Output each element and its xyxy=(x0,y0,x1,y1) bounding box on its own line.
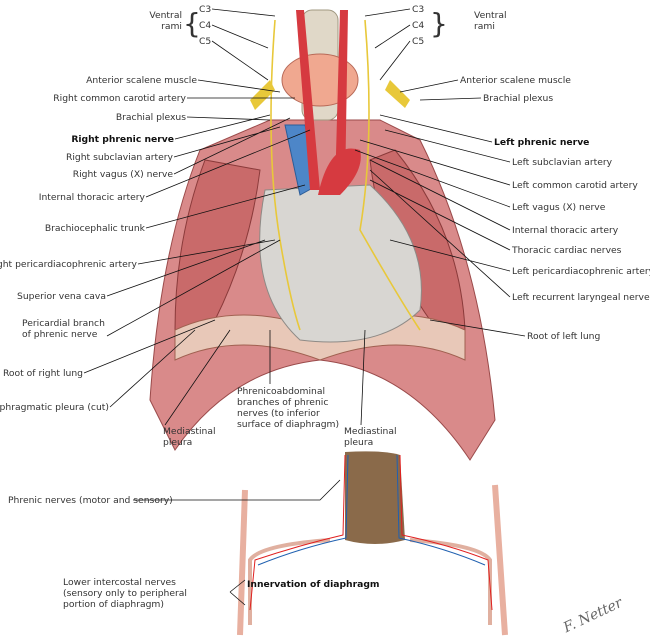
brace-left: { xyxy=(183,7,201,40)
label-root-right-lung: Root of right lung xyxy=(2,368,83,379)
label-left-recurrent-laryngeal: Left recurrent laryngeal nerve xyxy=(512,292,650,303)
inset-heart xyxy=(345,451,405,544)
inset-title: Innervation of diaphragm xyxy=(247,579,380,590)
label-superior-vena-cava: Superior vena cava xyxy=(17,291,106,302)
label-right-pericardiacophrenic: Right pericardiacophrenic artery xyxy=(0,259,137,270)
brace-right: } xyxy=(430,7,448,40)
c4-right: C4 xyxy=(412,20,425,31)
label-anterior-scalene-left: Anterior scalene muscle xyxy=(460,75,571,86)
label-internal-thoracic-left: Internal thoracic artery xyxy=(512,225,619,236)
leader-lines xyxy=(83,8,526,606)
inset-phrenic-red xyxy=(249,454,493,611)
common-carotid-arteries xyxy=(296,10,348,190)
inset-diaphragm xyxy=(248,538,492,625)
label-left-phrenic-nerve: Left phrenic nerve xyxy=(494,137,590,148)
label-brachial-plexus-right: Brachial plexus xyxy=(115,112,186,123)
label-anterior-scalene-right: Anterior scalene muscle xyxy=(86,75,197,86)
c3-right: C3 xyxy=(412,4,425,15)
label-internal-thoracic-right: Internal thoracic artery xyxy=(38,192,145,203)
inset-ribs xyxy=(237,484,508,636)
label-brachiocephalic-trunk: Brachiocephalic trunk xyxy=(44,223,145,234)
inset-phrenic-blue xyxy=(257,454,486,566)
aortic-arch xyxy=(318,148,361,195)
label-mediastinal-pleura-left: Mediastinal pleura xyxy=(163,426,216,448)
heart-pericardium xyxy=(259,184,422,343)
label-thoracic-cardiac-nerves: Thoracic cardiac nerves xyxy=(512,245,622,256)
label-phrenic-nerves-inset: Phrenic nerves (motor and sensory) xyxy=(8,495,173,506)
c5-left: C5 xyxy=(199,36,212,47)
label-phrenicoabdominal-branches: Phrenicoabdominal branches of phrenic ne… xyxy=(237,386,340,430)
c5-right: C5 xyxy=(412,36,425,47)
ventral-rami-right-label: Ventral rami xyxy=(474,10,507,32)
label-diaphragmatic-pleura: Diaphragmatic pleura (cut) xyxy=(0,402,109,413)
label-lower-intercostal-nerves: Lower intercostal nerves (sensory only t… xyxy=(63,577,187,610)
ventral-rami-left-label: Ventral rami xyxy=(149,10,182,32)
label-right-vagus: Right vagus (X) nerve xyxy=(72,169,173,180)
label-brachial-plexus-left: Brachial plexus xyxy=(483,93,554,104)
label-mediastinal-pleura-right: Mediastinal pleura xyxy=(344,426,397,448)
label-root-left-lung: Root of left lung xyxy=(527,331,601,342)
label-left-common-carotid: Left common carotid artery xyxy=(512,180,638,191)
label-left-pericardiacophrenic: Left pericardiacophrenic artery xyxy=(512,266,650,277)
label-pericardial-branch: Pericardial branch of phrenic nerve xyxy=(22,318,105,340)
label-left-vagus: Left vagus (X) nerve xyxy=(512,202,606,213)
label-right-common-carotid: Right common carotid artery xyxy=(53,93,186,104)
label-right-phrenic-nerve: Right phrenic nerve xyxy=(71,134,174,145)
label-right-subclavian: Right subclavian artery xyxy=(65,152,173,163)
c3-left: C3 xyxy=(199,4,212,15)
label-left-subclavian: Left subclavian artery xyxy=(512,157,613,168)
signature: F. Netter xyxy=(560,594,626,636)
c4-left: C4 xyxy=(199,20,212,31)
